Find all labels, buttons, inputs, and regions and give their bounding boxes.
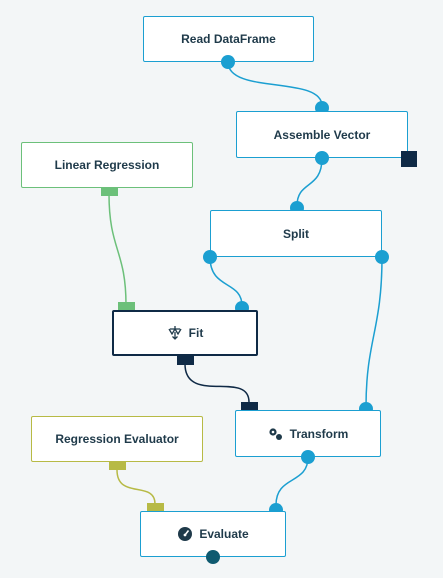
node-label: Regression Evaluator	[55, 432, 179, 446]
node-evaluate[interactable]: Evaluate	[140, 511, 286, 557]
node-label: Split	[283, 226, 309, 241]
edge-split-left-to-fit[interactable]	[209, 256, 243, 307]
output-port[interactable]	[301, 450, 315, 464]
node-fit[interactable]: Fit	[112, 310, 258, 356]
model-input-port[interactable]	[241, 402, 258, 411]
output-port-right[interactable]	[375, 250, 389, 264]
estimator-output-port[interactable]	[101, 188, 118, 196]
output-port[interactable]	[206, 550, 220, 564]
node-split[interactable]: Split	[210, 210, 382, 257]
evaluator-input-port[interactable]	[147, 503, 164, 511]
node-label: Transform	[289, 426, 349, 441]
node-label: Assemble Vector	[273, 127, 371, 142]
model-output-port[interactable]	[177, 356, 194, 365]
gauge-icon	[177, 526, 193, 542]
node-linear-regression[interactable]: Linear Regression	[21, 142, 193, 188]
edge-transform-to-evaluate[interactable]	[275, 456, 309, 506]
model-output-port[interactable]	[401, 151, 417, 167]
transform-icon	[268, 426, 284, 442]
evaluator-output-port[interactable]	[109, 462, 126, 470]
node-label: Fit	[188, 326, 204, 340]
edge-split-right-to-transform[interactable]	[365, 256, 383, 408]
node-read-dataframe[interactable]: Read DataFrame	[143, 16, 314, 62]
edge-fit-to-transform[interactable]	[184, 363, 250, 403]
edge-regeval-to-evaluate[interactable]	[116, 469, 156, 505]
edge-assemble-to-split[interactable]	[296, 157, 323, 207]
node-label: Read DataFrame	[181, 32, 276, 46]
output-port[interactable]	[221, 55, 235, 69]
node-assemble-vector[interactable]: Assemble Vector	[236, 111, 408, 158]
fit-icon	[167, 325, 183, 341]
estimator-input-port[interactable]	[118, 302, 135, 310]
node-label: Linear Regression	[54, 158, 160, 172]
edge-read-to-assemble[interactable]	[227, 61, 323, 107]
output-port[interactable]	[315, 151, 329, 165]
edge-linreg-to-fit[interactable]	[108, 193, 127, 306]
node-regression-evaluator[interactable]: Regression Evaluator	[31, 416, 203, 462]
output-port-left[interactable]	[203, 250, 217, 264]
node-label: Evaluate	[199, 527, 249, 541]
